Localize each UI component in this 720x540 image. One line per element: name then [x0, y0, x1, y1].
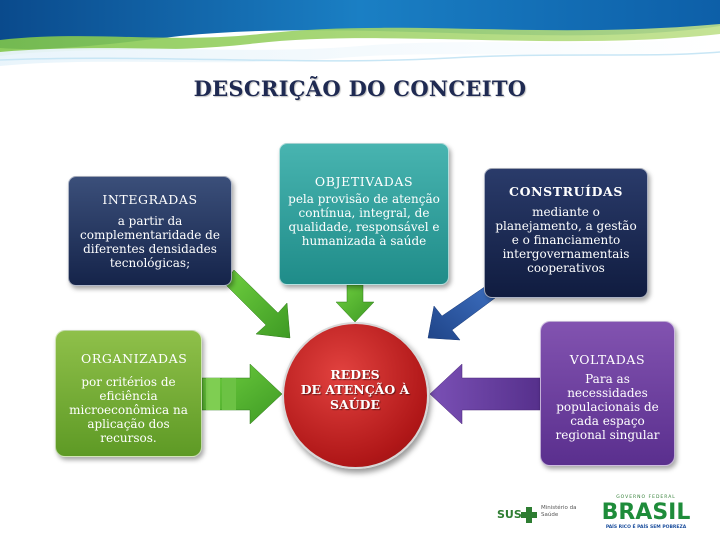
cross-icon: [521, 507, 537, 523]
sus-ministry-logo: SUS Ministério da Saúde: [491, 500, 591, 530]
box-organizadas-title: ORGANIZADAS: [81, 351, 188, 366]
box-voltadas-text: Para as necessidades populacionais de ca…: [555, 372, 660, 442]
box-integradas-title: INTEGRADAS: [102, 192, 198, 207]
center-circle: [282, 322, 429, 469]
box-construidas-text: mediante o planejamento, a gestão e o fi…: [495, 205, 637, 275]
arrow-voltadas-to-center: [429, 363, 541, 425]
box-objetivadas: OBJETIVADAS pela provisão de atenção con…: [279, 143, 449, 285]
ministry-text-line1: Ministério da: [541, 505, 577, 511]
header-wave-decoration: [0, 0, 720, 66]
ministry-text-line2: Saúde: [541, 512, 559, 518]
gov-text: GOVERNO FEDERAL: [616, 495, 676, 500]
box-integradas: INTEGRADAS a partir da complementaridade…: [68, 176, 232, 286]
ministry-text: Ministério da Saúde: [541, 505, 581, 519]
box-organizadas: ORGANIZADAS por critérios de eficiência …: [55, 330, 202, 457]
box-objetivadas-title: OBJETIVADAS: [314, 174, 414, 189]
box-objetivadas-text: pela provisão de atenção contínua, integ…: [288, 192, 440, 248]
center-label: REDES DE ATENÇÃO À SAÚDE: [290, 367, 420, 412]
center-label-line1: REDES: [330, 367, 380, 382]
arrow-construidas-to-center: [427, 285, 496, 341]
box-voltadas: VOLTADAS Para as necessidades populacion…: [540, 321, 675, 466]
brasil-text: BRASIL: [601, 500, 691, 525]
brasil-government-logo: GOVERNO FEDERAL BRASIL PAÍS RICO É PAÍS …: [597, 495, 695, 533]
arrow-integradas-to-center: [223, 269, 291, 339]
arrow-objetivadas-to-center: [335, 284, 375, 323]
slogan-text: PAÍS RICO É PAÍS SEM POBREZA: [605, 525, 687, 530]
center-label-line2: DE ATENÇÃO À: [300, 382, 410, 397]
page-title: DESCRIÇÃO DO CONCEITO: [193, 76, 527, 101]
box-voltadas-title: VOLTADAS: [569, 352, 646, 367]
box-organizadas-text: por critérios de eficiência microeconômi…: [69, 375, 188, 445]
box-construidas-title: CONSTRUÍDAS: [509, 184, 623, 199]
box-construidas: CONSTRUÍDAS mediante o planejamento, a g…: [484, 168, 648, 298]
box-integradas-text: a partir da complementaridade de diferen…: [80, 214, 220, 270]
center-label-line3: SAÚDE: [330, 397, 380, 412]
arrow-organizadas-to-center: [201, 363, 283, 425]
sus-logo-text: SUS: [497, 508, 522, 521]
